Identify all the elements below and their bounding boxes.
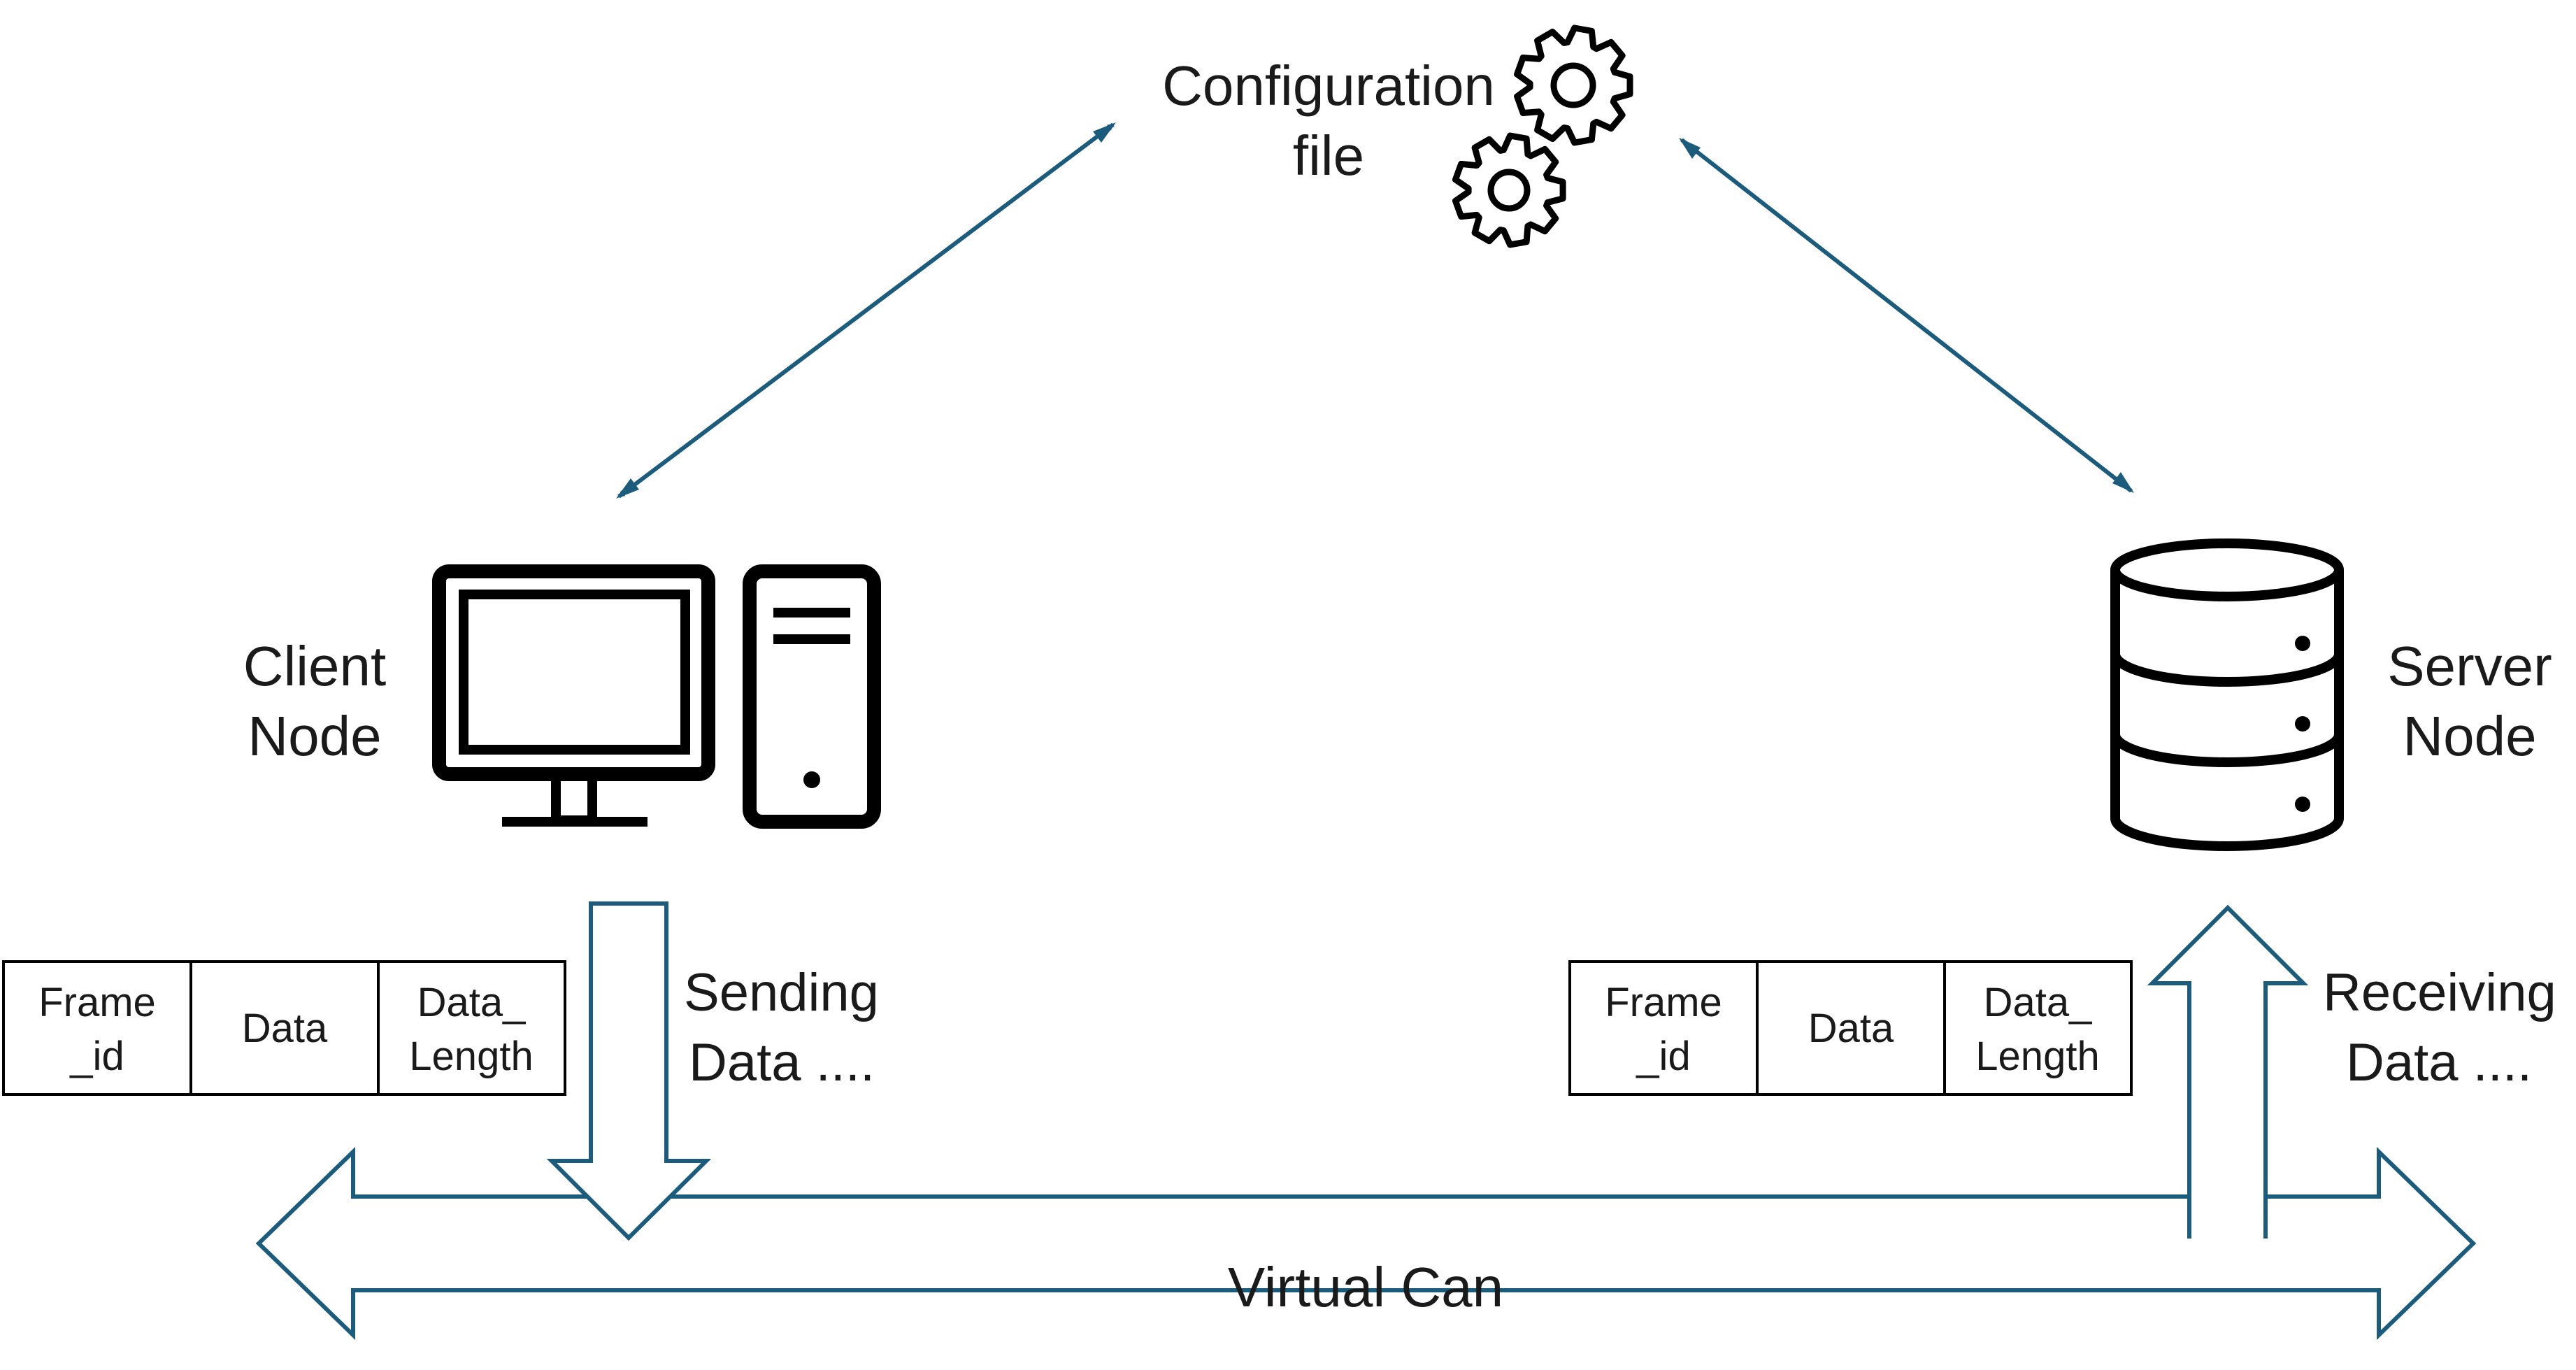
computer-tower bbox=[743, 564, 881, 829]
receiving-data-up-arrow bbox=[2147, 904, 2309, 1239]
data-length-cell-line2: Length bbox=[409, 1034, 533, 1079]
database-server-icon bbox=[2110, 538, 2344, 851]
server-label-line2: Node bbox=[2403, 705, 2536, 767]
frame-table-right: Frame _id Data Data_ Length bbox=[1568, 960, 2133, 1096]
link-arrowheads bbox=[616, 122, 2134, 499]
data-length-cell-line2: Length bbox=[1975, 1034, 2099, 1079]
tower-power-dot bbox=[803, 771, 820, 788]
receiving-label-line1: Receiving bbox=[2323, 963, 2556, 1022]
sending-data-down-arrow bbox=[546, 901, 712, 1241]
gears-icon bbox=[1452, 24, 1633, 248]
receiving-label-line2: Data .... bbox=[2346, 1033, 2532, 1092]
data-cell: Data bbox=[242, 1006, 328, 1051]
virtual-can-bus-arrow bbox=[255, 1146, 2477, 1341]
frame-id-cell-line1: Frame bbox=[38, 980, 156, 1025]
monitor-screen bbox=[459, 590, 690, 755]
desktop-computer-icon bbox=[432, 564, 881, 829]
client-label-line1: Client bbox=[243, 635, 387, 697]
frame-id-cell-line1: Frame bbox=[1605, 980, 1722, 1025]
data-length-cell-line1: Data_ bbox=[417, 980, 527, 1025]
frame-table-left: Frame _id Data Data_ Length bbox=[2, 960, 566, 1096]
monitor-outer-frame bbox=[432, 564, 715, 781]
data-length-cell-line1: Data_ bbox=[1984, 980, 2093, 1025]
server-config-link-arrow bbox=[1680, 138, 2133, 493]
client-label-line2: Node bbox=[248, 705, 381, 767]
data-cell: Data bbox=[1808, 1006, 1894, 1051]
client-config-link-arrow bbox=[617, 122, 1115, 499]
config-label-line1: Configuration bbox=[1162, 55, 1495, 117]
frame-id-cell-line2: _id bbox=[69, 1034, 124, 1079]
server-label-line1: Server bbox=[2387, 635, 2552, 697]
sending-label-line1: Sending bbox=[684, 963, 879, 1022]
sending-label-line2: Data .... bbox=[689, 1033, 875, 1092]
virtual-can-label: Virtual Can bbox=[1228, 1256, 1503, 1318]
config-label-line2: file bbox=[1293, 124, 1364, 187]
frame-id-cell-line2: _id bbox=[1636, 1034, 1690, 1079]
